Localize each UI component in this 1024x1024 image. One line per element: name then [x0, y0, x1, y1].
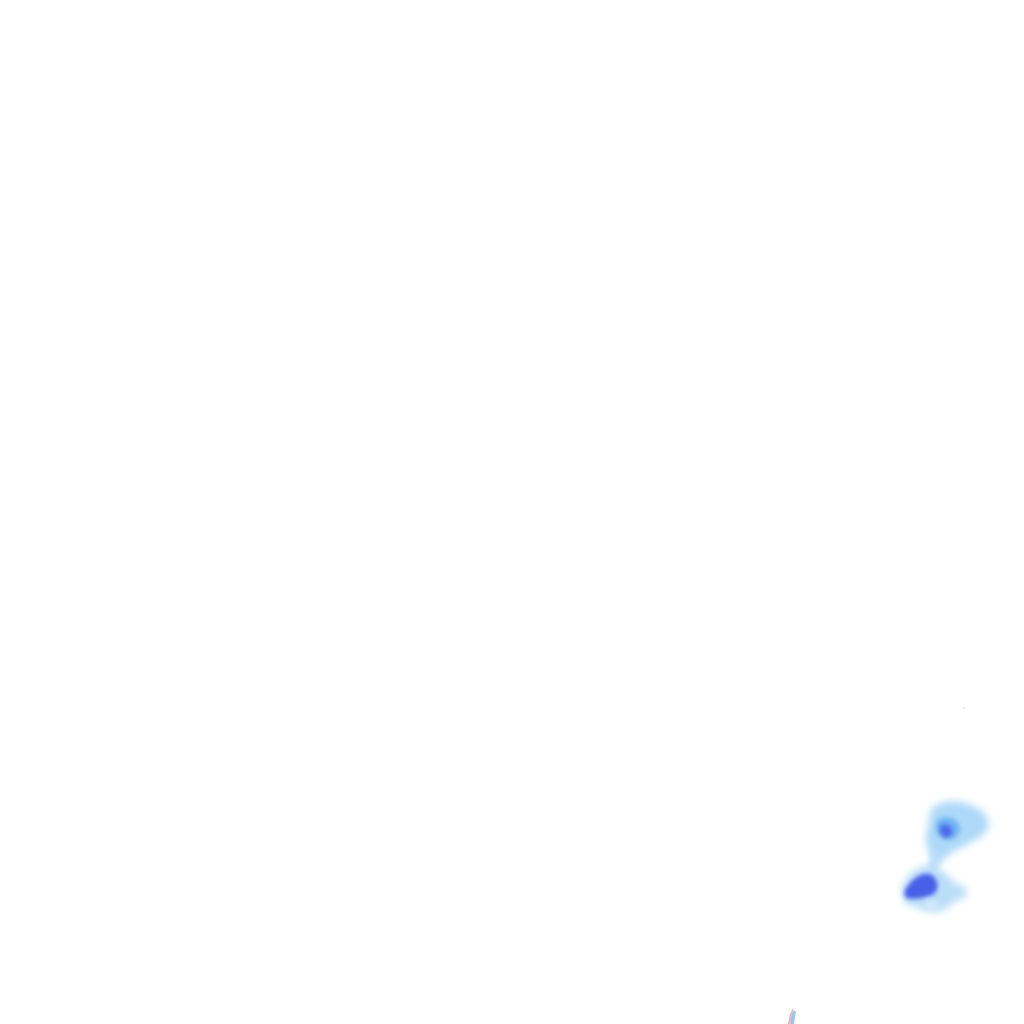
lower-rain-cell: [902, 865, 967, 912]
upper-rain-cell-peak: [940, 824, 953, 838]
radar-speckle: [962, 706, 966, 710]
upper-rain-cell: [926, 801, 989, 871]
edge-trace-blue: [791, 1010, 796, 1024]
upper-rain-cell-stem: [928, 849, 943, 871]
lower-rain-cell-fragment: [924, 899, 939, 911]
lower-rain-cell-core: [904, 873, 938, 899]
edge-trace-echo: [788, 1008, 796, 1024]
